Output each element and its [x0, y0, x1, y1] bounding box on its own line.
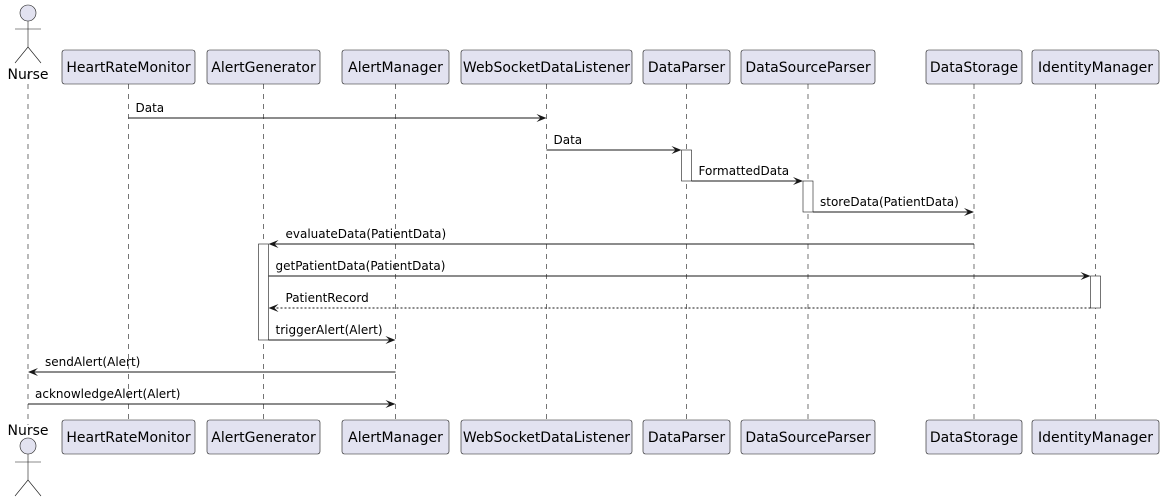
participant-ds: DataStorage — [925, 49, 1023, 85]
participant-label: DataParser — [648, 60, 725, 76]
participant-ds: DataStorage — [925, 419, 1023, 455]
message-label: Data — [554, 133, 583, 147]
participant-box — [61, 49, 196, 85]
participant-label: DataSourceParser — [745, 430, 871, 446]
participant-wsdl: WebSocketDataListener — [460, 419, 633, 455]
message-9: sendAlert(Alert) — [28, 355, 396, 376]
participant-label: DataStorage — [930, 60, 1018, 76]
participant-heads-bottom: Nurse HeartRateMonitor AlertGenerator Alert… — [7, 419, 1160, 497]
participant-label: WebSocketDataListener — [463, 60, 630, 76]
actor-nurse: Nurse — [7, 423, 49, 497]
participant-ag: AlertGenerator — [206, 49, 321, 85]
arrowhead — [268, 240, 279, 248]
participant-im: IdentityManager — [1031, 419, 1160, 455]
arrowhead — [536, 114, 547, 122]
arrowhead — [964, 208, 974, 216]
arrowhead — [385, 400, 396, 408]
activation-dsp — [802, 180, 814, 213]
participant-label: IdentityManager — [1038, 430, 1153, 446]
participant-label: AlertManager — [348, 60, 443, 76]
participant-label: DataSourceParser — [745, 60, 871, 76]
participant-box — [1031, 419, 1160, 455]
message-4: storeData(PatientData) — [813, 195, 974, 216]
message-8: triggerAlert(Alert) — [268, 323, 396, 344]
message-label: sendAlert(Alert) — [45, 355, 140, 369]
message-7: PatientRecord — [268, 291, 1091, 312]
participant-label: AlertManager — [348, 430, 443, 446]
actor-label: Nurse — [7, 423, 48, 439]
message-label: FormattedData — [699, 164, 790, 178]
participant-box — [740, 419, 876, 455]
participant-label: AlertGenerator — [211, 430, 316, 446]
messages: DataDataFormattedDatastoreData(PatientDa… — [28, 101, 1091, 408]
person-icon — [14, 4, 42, 64]
message-1: Data — [128, 101, 547, 122]
message-10: acknowledgeAlert(Alert) — [28, 387, 396, 408]
participant-im: IdentityManager — [1031, 49, 1160, 85]
participant-box — [460, 419, 633, 455]
participant-box — [642, 49, 731, 85]
activation-ag — [258, 243, 269, 341]
participant-am: AlertManager — [341, 419, 450, 455]
message-label: triggerAlert(Alert) — [276, 323, 383, 337]
message-6: getPatientData(PatientData) — [268, 259, 1091, 280]
arrowhead — [1080, 272, 1091, 280]
message-2: Data — [546, 133, 682, 154]
lifelines — [27, 74, 1096, 425]
participant-box — [341, 419, 450, 455]
activation-im — [1090, 275, 1101, 309]
arrowhead — [385, 336, 396, 344]
participant-label: HeartRateMonitor — [66, 430, 191, 446]
participant-box — [740, 49, 876, 85]
actor-nurse: Nurse — [7, 4, 49, 83]
participant-dsp: DataSourceParser — [740, 49, 876, 85]
participant-dp: DataParser — [642, 419, 731, 455]
message-label: getPatientData(PatientData) — [276, 259, 446, 273]
message-3: FormattedData — [691, 164, 803, 185]
participant-box — [925, 419, 1023, 455]
participant-box — [341, 49, 450, 85]
participant-wsdl: WebSocketDataListener — [460, 49, 633, 85]
message-label: acknowledgeAlert(Alert) — [35, 387, 181, 401]
participant-box — [61, 419, 196, 455]
participant-dsp: DataSourceParser — [740, 419, 876, 455]
arrowhead — [28, 368, 38, 376]
participant-box — [206, 419, 321, 455]
participant-ag: AlertGenerator — [206, 419, 321, 455]
message-label: evaluateData(PatientData) — [286, 227, 447, 241]
participant-label: HeartRateMonitor — [66, 60, 191, 76]
participant-label: DataParser — [648, 430, 725, 446]
participant-dp: DataParser — [642, 49, 731, 85]
participant-am: AlertManager — [341, 49, 450, 85]
activation-bars — [258, 149, 1101, 341]
participant-label: DataStorage — [930, 430, 1018, 446]
participant-label: WebSocketDataListener — [463, 430, 630, 446]
participant-box — [1031, 49, 1160, 85]
participant-box — [460, 49, 633, 85]
arrowhead — [671, 146, 682, 154]
arrowhead — [793, 177, 803, 185]
message-label: storeData(PatientData) — [820, 195, 959, 209]
arrowhead — [268, 304, 279, 312]
participant-hrm: HeartRateMonitor — [61, 419, 196, 455]
person-icon — [14, 437, 42, 497]
actor-label: Nurse — [7, 67, 48, 83]
message-label: PatientRecord — [286, 291, 369, 305]
message-label: Data — [136, 101, 165, 115]
participant-label: AlertGenerator — [211, 60, 316, 76]
participant-label: IdentityManager — [1038, 60, 1153, 76]
participant-box — [206, 49, 321, 85]
participant-box — [925, 49, 1023, 85]
participant-hrm: HeartRateMonitor — [61, 49, 196, 85]
activation-dp — [681, 149, 692, 182]
participant-heads-top: Nurse HeartRateMonitor AlertGenerator Alert… — [7, 4, 1160, 85]
message-5: evaluateData(PatientData) — [268, 227, 974, 248]
participant-box — [642, 419, 731, 455]
